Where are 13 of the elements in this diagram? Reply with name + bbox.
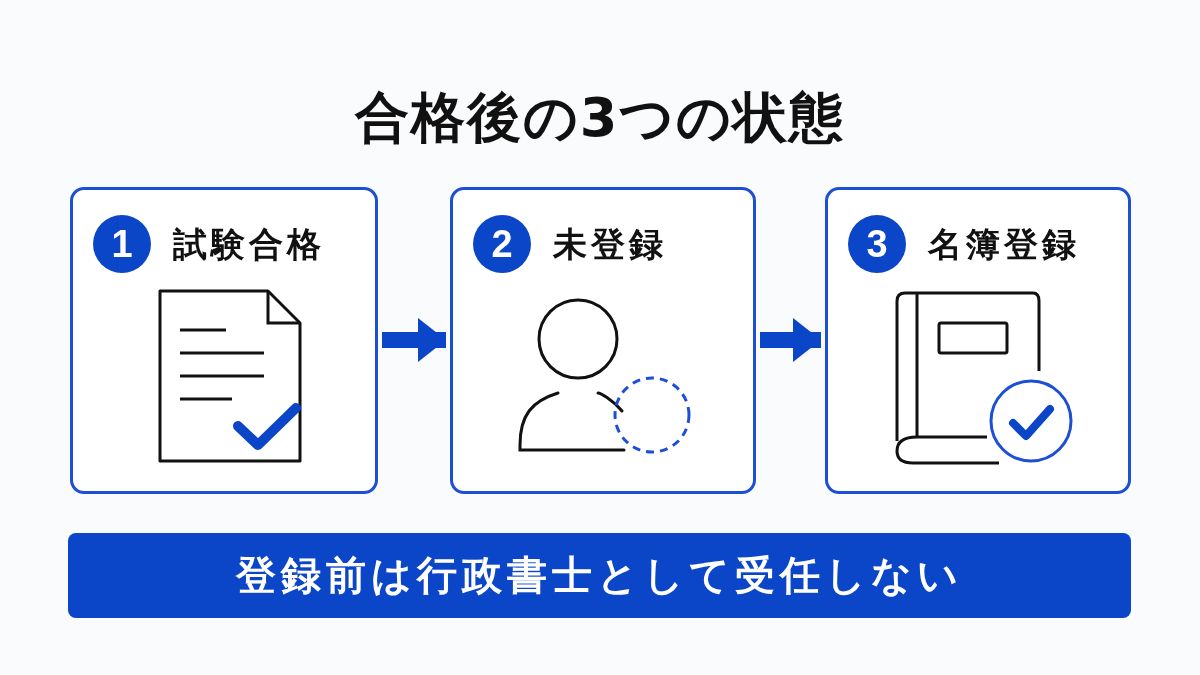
number-badge: 3 [848,215,906,273]
number-badge: 1 [93,215,151,273]
title: 合格後の3つの状態 [353,85,847,151]
banner: 登録前は行政書士として受任しない [68,533,1131,618]
arrow [760,318,821,362]
step-heading: 未登録 [553,223,667,266]
step-card [70,187,378,494]
step-card [825,187,1131,494]
step-heading: 名簿登録 [928,223,1080,266]
arrow [382,318,446,362]
step-card [450,187,756,494]
step-heading: 試験合格 [173,223,325,266]
number-badge: 2 [473,215,531,273]
